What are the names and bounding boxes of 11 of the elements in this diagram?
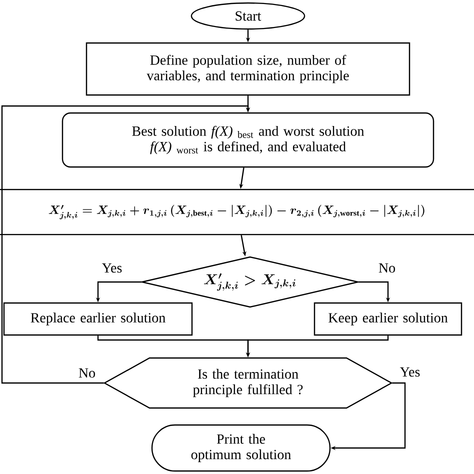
edge-label: Yes — [102, 263, 122, 273]
arrow — [1, 105, 250, 384]
edge-label: No — [78, 368, 96, 378]
process-box: Best solution f(X) $_{best}$ and worst solution f(X) $_{worst}$ is defined, and evaluated — [62, 112, 434, 168]
formula-band: $\boldsymbol{X'_{j,k,i} = X_{j,k,i} + r_{1,j,i}\left(X_{j,\mathrm{best},i} - |X_{j,k,i}|\right) - r_{2,j,i}\left(X_{j,\mathrm{worst},i} - |X_{j,k,i}|\right)}$ — [0, 188, 474, 236]
process-box: Define population size, number of variables, and termination principle — [86, 42, 410, 96]
terminator-box: Print the optimum solution — [151, 424, 331, 472]
process-box: Replace earlier solution — [3, 302, 193, 336]
edge-label: Yes — [400, 367, 420, 377]
edge-label: No — [378, 263, 396, 273]
process-box: Keep earlier solution — [314, 302, 462, 336]
